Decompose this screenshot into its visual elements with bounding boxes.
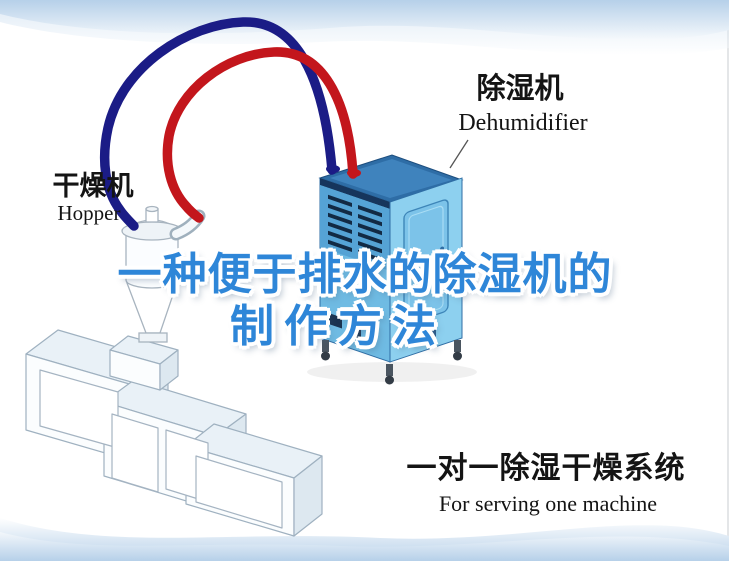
hopper-body xyxy=(125,232,179,289)
extruder-illustration xyxy=(25,329,323,537)
dehumidifier-front-face xyxy=(319,177,391,363)
dehumidifier-top-inset xyxy=(330,159,452,198)
system-caption-cn: 一对一除湿干燥系统 xyxy=(406,452,686,485)
system-caption-en: For serving one machine xyxy=(438,491,658,516)
door-handle xyxy=(440,246,444,265)
top-wave-decoration xyxy=(0,0,729,56)
front-lower-hatch-2 xyxy=(348,324,361,341)
dehumidifier-side-face xyxy=(389,177,463,363)
dehumidifier-door xyxy=(403,199,449,325)
hopper-label-cn: 干燥机 xyxy=(52,171,134,201)
extruder-block-c-right xyxy=(293,455,323,537)
bottom-wave-decoration xyxy=(0,518,729,561)
dehumidifier-pointer-line xyxy=(449,139,469,169)
patent-title-line2: 制作方法 xyxy=(230,302,446,351)
dehumidifier-label-en: Dehumidifier xyxy=(458,110,588,136)
patent-title-line1: 一种便于排水的除湿机的 xyxy=(117,250,613,299)
hopper-mount-right xyxy=(159,349,179,391)
hopper-label-en: Hopper xyxy=(57,201,121,225)
vent-slots xyxy=(328,194,382,263)
hopper-cap-top xyxy=(145,205,159,213)
dehumidifier-label-cn: 除湿机 xyxy=(476,73,564,105)
extruder-panels xyxy=(39,369,283,529)
hopper-flange xyxy=(138,332,168,343)
front-lower-hatch-1 xyxy=(329,313,342,329)
casters xyxy=(321,340,462,385)
red-supply-pipe xyxy=(162,47,358,223)
side-lower-vent xyxy=(418,324,436,343)
